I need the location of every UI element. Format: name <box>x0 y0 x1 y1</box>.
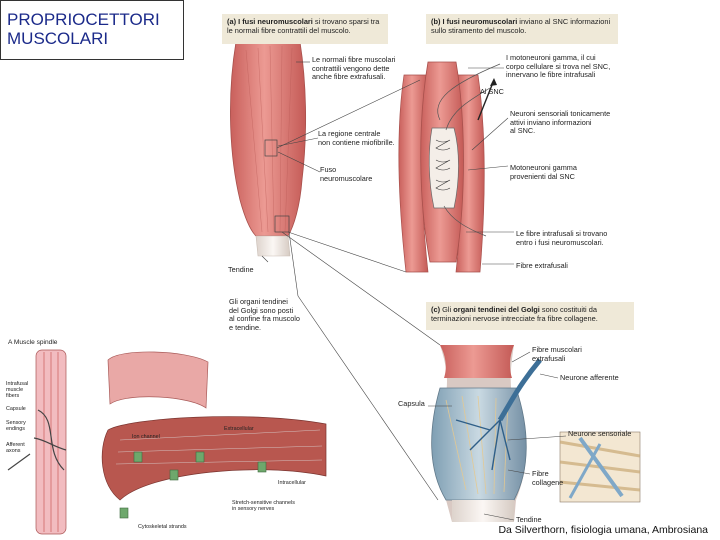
label-motoneuroni-gamma: I motoneuroni gamma, il cui corpo cellul… <box>506 53 611 80</box>
label-afferent-axons: Afferent axons <box>6 442 25 455</box>
title-line-1: PROPRIOCETTORI <box>7 10 160 29</box>
label-neuroni-sensoriali: Neuroni sensoriali tonicamente attivi in… <box>510 109 611 136</box>
label-organi-golgi: Gli organi tendinei del Golgi sono posti… <box>229 297 300 332</box>
label-tendine: Tendine <box>228 265 254 274</box>
muscle-spindle-schematic <box>7 349 67 535</box>
label-ion-channel: Ion channel <box>132 434 160 440</box>
label-fuso-neuromuscolare: Fuso neuromuscolare <box>320 165 373 183</box>
title-line-2: MUSCOLARI <box>7 29 109 48</box>
panel-b-text: inviano al SNC informazioni sullo stiram… <box>431 17 611 35</box>
label-normali-fibre: Le normali fibre muscolari contrattili v… <box>312 55 396 82</box>
label-extracellular: Extracellular <box>224 426 254 432</box>
label-muscle-spindle: A Muscle spindle <box>8 339 58 346</box>
label-fibre-intrafusali: Le fibre intrafusali si trovano entro i … <box>516 229 608 247</box>
panel-b-tag: (b) <box>431 17 441 26</box>
label-al-snc: Al SNC <box>480 87 504 96</box>
panel-b-header: (b) I fusi neuromuscolari inviano al SNC… <box>426 14 618 44</box>
panel-c-tag: (c) <box>431 305 441 314</box>
label-fibre-muscolari-extrafusali: Fibre muscolari extrafusali <box>532 345 582 363</box>
label-motoneuroni-provenienti: Motoneuroni gamma provenienti dal SNC <box>510 163 577 181</box>
panel-c-text1: Gli <box>440 305 454 314</box>
muscle-spindle-detail <box>398 61 501 273</box>
label-intrafusal-fibers: Intrafusal muscle fibers <box>6 381 29 400</box>
label-fibre-extrafusali: Fibre extrafusali <box>516 261 568 270</box>
label-stretch-channels: Stretch-sensitive channels in sensory ne… <box>232 500 295 513</box>
title-box: PROPRIOCETTORI MUSCOLARI <box>0 0 184 60</box>
label-neurone-sensoriale: Neurone sensoriale <box>568 429 632 438</box>
panel-a-header: (a) I fusi neuromuscolari si trovano spa… <box>222 14 388 44</box>
label-regione-centrale: La regione centrale non contiene miofibr… <box>318 129 395 147</box>
panel-b-bold: I fusi neuromuscolari <box>442 17 518 26</box>
panel-a-bold: I fusi neuromuscolari <box>238 17 313 26</box>
label-capsule: Capsule <box>6 406 26 412</box>
golgi-tendon-organ <box>431 345 641 522</box>
panel-a-text: si trovano sparsi tra le normali fibre c… <box>227 17 380 35</box>
label-tendine-c: Tendine <box>516 515 542 524</box>
label-cytoskeletal: Cytoskeletal strands <box>138 524 187 530</box>
panel-a-tag: (a) <box>227 17 237 26</box>
panel-c-text: sono costituiti da terminazioni nervose … <box>431 305 598 323</box>
panel-c-header: (c) Gli organi tendinei del Golgi sono c… <box>426 302 634 330</box>
credit-text: Da Silverthorn, fisiologia umana, Ambros… <box>498 524 708 536</box>
label-intracellular: Intracellular <box>278 480 306 486</box>
stretch-channel-membrane <box>101 351 327 519</box>
panel-c-bold: organi tendinei del Golgi <box>453 305 540 314</box>
label-fibre-collagene: Fibre collagene <box>532 469 564 487</box>
label-sensory-endings: Sensory endings <box>6 420 26 433</box>
label-neurone-afferente: Neurone afferente <box>560 373 619 382</box>
label-capsula: Capsula <box>398 399 425 408</box>
leader-lines <box>261 61 567 521</box>
whole-muscle <box>230 41 307 257</box>
